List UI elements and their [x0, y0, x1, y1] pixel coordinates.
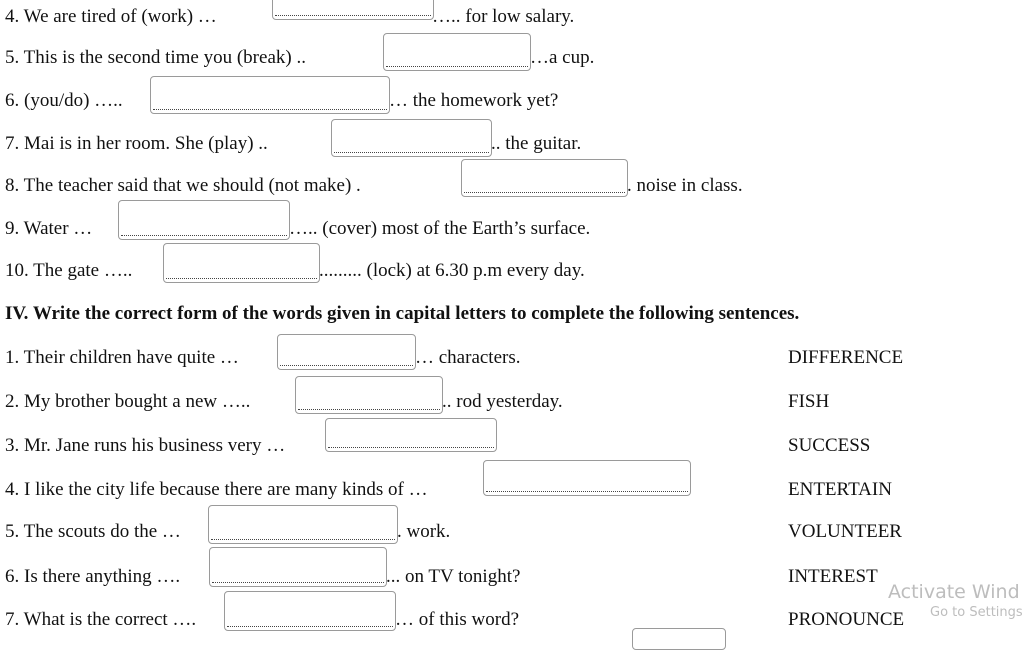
exercise-item-8: 8. The teacher said that we should (not …	[5, 171, 361, 201]
answer-box-6[interactable]	[150, 76, 390, 114]
exercise-item-10-after: ......... (lock) at 6.30 p.m every day.	[319, 256, 585, 286]
word-form-item-6: 6. Is there anything ….	[5, 562, 180, 592]
exercise-item-8-after: . noise in class.	[627, 171, 743, 201]
answer-box-5[interactable]	[383, 33, 531, 71]
answer-box-w4[interactable]	[483, 460, 691, 496]
item-text-after: . noise in class.	[627, 175, 743, 196]
item-text-before: 6. (you/do) …..	[5, 90, 123, 111]
given-word-3: SUCCESS	[788, 435, 871, 456]
word-form-item-7: 7. What is the correct ….	[5, 605, 196, 635]
item-text-after: ….. for low salary.	[432, 6, 575, 27]
item-text-before: 3. Mr. Jane runs his business very …	[5, 435, 286, 456]
answer-box-10[interactable]	[163, 243, 320, 283]
exercise-item-4-after: ….. for low salary.	[432, 2, 574, 32]
item-text-after: … of this word?	[395, 609, 520, 630]
item-text-before: 7. What is the correct ….	[5, 609, 197, 630]
answer-box-w6[interactable]	[209, 547, 387, 587]
word-form-item-1: 1. Their children have quite …	[5, 343, 239, 373]
item-text-before: 6. Is there anything ….	[5, 566, 181, 587]
word-form-item-5-after: . work.	[397, 517, 450, 547]
item-text-before: 10. The gate …..	[5, 260, 133, 281]
word-form-item-7-after: … of this word?	[395, 605, 519, 635]
word-form-item-4: 4. I like the city life because there ar…	[5, 475, 428, 505]
item-text-before: 7. Mai is in her room. She (play) ..	[5, 133, 268, 154]
exercise-item-6: 6. (you/do) …..	[5, 86, 123, 116]
item-text-after: … the homework yet?	[389, 90, 559, 111]
exercise-item-7-after: .. the guitar.	[491, 129, 581, 159]
answer-box-w7[interactable]	[224, 591, 396, 631]
word-form-item-1-after: … characters.	[415, 343, 521, 373]
item-text-before: 1. Their children have quite …	[5, 347, 239, 368]
answer-box-w5[interactable]	[208, 505, 398, 544]
item-text-before: 5. This is the second time you (break) .…	[5, 47, 306, 68]
exercise-item-4: 4. We are tired of (work) …	[5, 2, 217, 32]
watermark-line-1: Activate Wind	[888, 581, 1020, 603]
answer-box-w2[interactable]	[295, 376, 443, 414]
watermark-line-2: Go to Settings to a	[930, 605, 1024, 620]
given-word-4: ENTERTAIN	[788, 479, 892, 500]
given-word-2: FISH	[788, 391, 830, 412]
item-text-before: 8. The teacher said that we should (not …	[5, 175, 361, 196]
activation-watermark: Activate Wind Go to Settings to a	[888, 580, 1024, 622]
word-form-item-2: 2. My brother bought a new …..	[5, 387, 250, 417]
item-text-after: …a cup.	[530, 47, 595, 68]
exercise-item-9-after: ….. (cover) most of the Earth’s surface.	[289, 214, 590, 244]
given-word-5: VOLUNTEER	[788, 521, 902, 542]
answer-box-8[interactable]	[461, 159, 628, 197]
given-word-1: DIFFERENCE	[788, 347, 904, 368]
word-form-item-2-after: .. rod yesterday.	[442, 387, 563, 417]
item-text-before: 4. I like the city life because there ar…	[5, 479, 428, 500]
partial-answer-box[interactable]	[632, 628, 726, 650]
item-text-before: 4. We are tired of (work) …	[5, 6, 217, 27]
exercise-item-5-after: …a cup.	[530, 43, 594, 73]
item-text-after: ... on TV tonight?	[386, 566, 521, 587]
given-word-7: PRONOUNCE	[788, 609, 905, 630]
item-text-after: .. rod yesterday.	[442, 391, 563, 412]
item-text-after: ….. (cover) most of the Earth’s surface.	[289, 218, 591, 239]
exercise-item-7: 7. Mai is in her room. She (play) ..	[5, 129, 268, 159]
item-text-before: 5. The scouts do the …	[5, 521, 181, 542]
given-word-6: INTEREST	[788, 566, 878, 587]
item-text-after: . work.	[397, 521, 451, 542]
exercise-item-10: 10. The gate …..	[5, 256, 132, 286]
section-heading: IV. Write the correct form of the words …	[5, 303, 800, 324]
answer-box-7[interactable]	[331, 119, 492, 157]
item-text-before: 2. My brother bought a new …..	[5, 391, 251, 412]
answer-box-w1[interactable]	[277, 334, 416, 370]
exercise-item-9: 9. Water …	[5, 214, 92, 244]
exercise-item-6-after: … the homework yet?	[389, 86, 558, 116]
exercise-item-5: 5. This is the second time you (break) .…	[5, 43, 306, 73]
item-text-after: … characters.	[415, 347, 521, 368]
word-form-item-6-after: ... on TV tonight?	[386, 562, 520, 592]
word-form-item-5: 5. The scouts do the …	[5, 517, 181, 547]
word-form-item-3: 3. Mr. Jane runs his business very …	[5, 431, 285, 461]
item-text-before: 9. Water …	[5, 218, 93, 239]
answer-box-9[interactable]	[118, 200, 290, 240]
answer-box-w3[interactable]	[325, 418, 497, 452]
item-text-after: ......... (lock) at 6.30 p.m every day.	[319, 260, 585, 281]
answer-box-4[interactable]	[272, 0, 434, 20]
item-text-after: .. the guitar.	[491, 133, 582, 154]
